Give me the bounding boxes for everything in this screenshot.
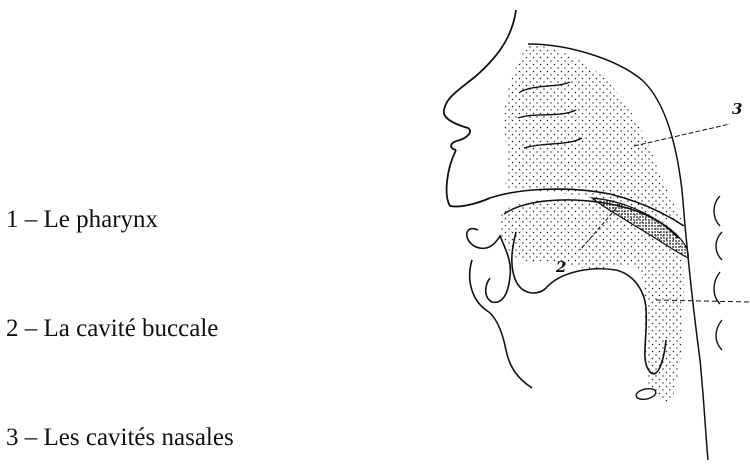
head-cross-section-diagram: 3 2 <box>420 0 750 471</box>
legend: 1 – Le pharynx 2 – La cavité buccale 3 –… <box>0 0 420 471</box>
hyoid-bone <box>635 387 657 401</box>
upper-lip <box>447 150 490 207</box>
legend-item-pharynx: 1 – Le pharynx <box>6 205 158 235</box>
vertebra-1 <box>714 196 720 226</box>
vertebra-3 <box>714 272 720 304</box>
legend-item-oral-cavity: 2 – La cavité buccale <box>6 314 218 344</box>
callout-line-3 <box>634 124 730 146</box>
vertebra-4 <box>716 320 722 350</box>
legend-item-nasal-cavities: 3 – Les cavités nasales <box>6 423 234 453</box>
callout-label-3: 3 <box>732 100 742 118</box>
callout-label-2: 2 <box>555 258 566 276</box>
head-cross-section-svg: 3 2 <box>420 0 750 471</box>
chin <box>470 260 532 388</box>
vertebra-2 <box>716 232 722 260</box>
